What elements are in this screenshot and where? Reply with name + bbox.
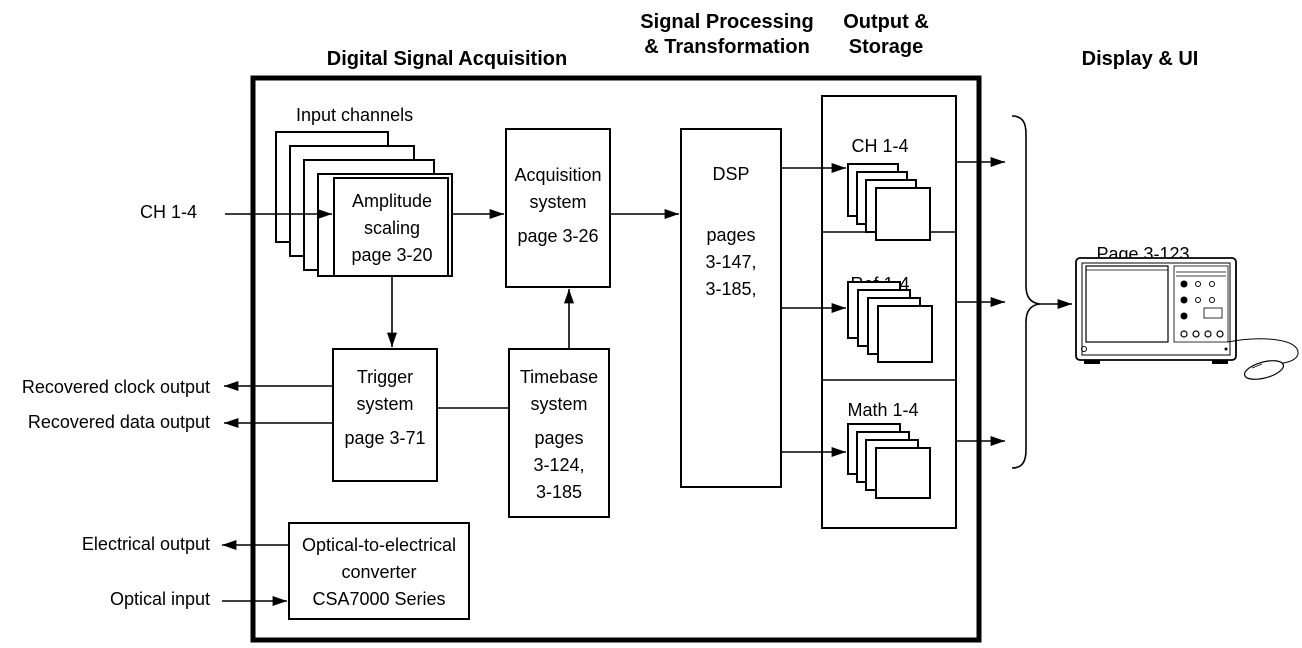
timebase-line4: 3-124, [533,455,584,475]
clock-output-label: Recovered clock output [22,377,210,397]
header-processing-line2: & Transformation [644,36,810,58]
trigger-line1: Trigger [357,367,413,387]
amplitude-line2: scaling [364,218,420,238]
storage-math-layer-4 [875,447,931,499]
dsp-line4: 3-185, [705,279,756,299]
oscilloscope-icon [1075,257,1299,380]
dsp-line1: DSP [712,164,749,184]
trigger-system-block [332,348,438,482]
timebase-line2: system [530,394,587,414]
storage-ch-stack [847,163,931,241]
storage-math-stack [847,423,931,499]
storage-math-label: Math 1-4 [847,400,918,420]
dsp-block [680,128,782,488]
storage-ref-layer-4 [877,305,933,363]
optical-line1: Optical-to-electrical [302,535,456,555]
storage-ch-layer-4 [875,187,931,241]
acquisition-system-block [505,128,611,288]
acquisition-line3: page 3-26 [517,226,598,246]
timebase-line3: pages [534,428,583,448]
optical-line3: CSA7000 Series [312,589,445,609]
display-brace [1011,115,1041,469]
header-display: Display & UI [1082,48,1199,70]
amplitude-line3: page 3-20 [351,245,432,265]
header-acquisition: Digital Signal Acquisition [327,48,567,70]
amplitude-scaling-block [333,177,449,277]
ch-input-label: CH 1-4 [140,202,197,222]
timebase-line1: Timebase [520,367,598,387]
acquisition-line1: Acquisition [514,165,601,185]
electrical-output-label: Electrical output [82,534,210,554]
input-channels-label: Input channels [296,105,413,125]
dsp-line2: pages [706,225,755,245]
storage-ref-stack [847,281,933,363]
timebase-system-block [508,348,610,518]
optical-converter-block [288,522,470,620]
dsp-line3: 3-147, [705,252,756,272]
trigger-line2: system [356,394,413,414]
header-output-line1: Output & [843,11,929,33]
acquisition-line2: system [529,192,586,212]
optical-input-label: Optical input [110,589,210,609]
header-processing-line1: Signal Processing [640,11,813,33]
acquisition-frame [250,75,982,643]
storage-ch-label: CH 1-4 [851,136,908,156]
amplitude-line1: Amplitude [352,191,432,211]
input-channel-stack [275,131,453,277]
data-output-label: Recovered data output [28,412,210,432]
header-output-line2: Storage [849,36,923,58]
optical-line2: converter [341,562,416,582]
trigger-line3: page 3-71 [344,428,425,448]
timebase-line5: 3-185 [536,482,582,502]
